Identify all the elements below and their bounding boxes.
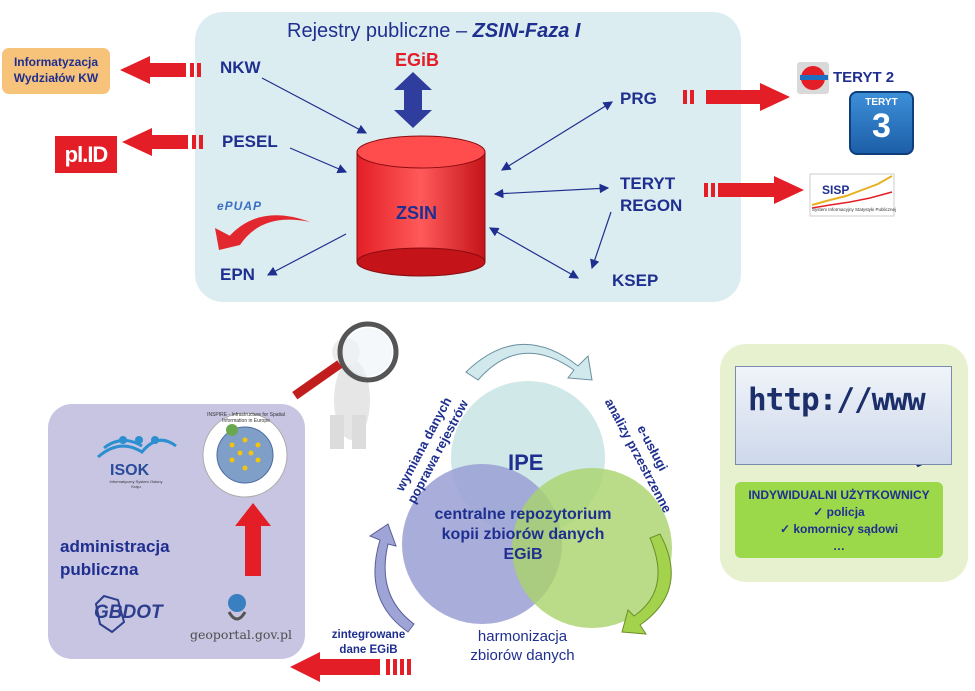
zsin-label: ZSIN <box>396 203 438 223</box>
arrow-integrated-data <box>290 652 380 682</box>
arrow-to-teryt <box>706 83 790 111</box>
integrated-line-2: dane EGiB <box>339 644 398 656</box>
magnifier-figure <box>292 321 399 449</box>
admin-line-1: administracja <box>60 537 170 556</box>
geoportal-logo <box>227 594 247 621</box>
epuap-label: ePUAP <box>217 199 263 213</box>
users-item-more: … <box>833 539 845 553</box>
cycle-arrow-right <box>621 533 672 635</box>
inspire-caption: INSPIRE - Infrastructure for Spatial Inf… <box>207 412 285 424</box>
plid-logo: pl.ID <box>55 136 117 173</box>
ipe-title: IPE <box>508 450 544 475</box>
gbdot-label: GBDOT <box>94 602 163 623</box>
prg-label: PRG <box>620 89 657 108</box>
egib-double-arrow <box>394 72 432 128</box>
connector-prg-zsin <box>500 101 614 171</box>
egib-label: EGiB <box>395 50 440 70</box>
isok-logo <box>97 436 177 459</box>
page-title: Rejestry publiczne – ZSIN-Faza I <box>287 20 581 42</box>
users-item-bailiffs: ✓ komornicy sądowi <box>779 522 899 536</box>
connector-zsin-epn <box>266 233 347 276</box>
arrow-up-inspire <box>235 503 271 576</box>
connector-pesel-zsin <box>289 147 348 174</box>
teryt2-label: TERYT 2 <box>833 69 895 86</box>
arrow-to-sisp <box>718 176 804 204</box>
harmonization-line-2: zbiorów danych <box>470 647 575 664</box>
sisp-subtitle: System Informacyjny Statystyki Publiczne… <box>812 207 897 212</box>
zsin-database-cylinder <box>356 135 486 277</box>
geoportal-label: geoportal.gov.pl <box>190 627 292 642</box>
isok-label: ISOK <box>110 462 150 479</box>
ksep-label: KSEP <box>612 271 659 290</box>
http-banner <box>735 366 952 465</box>
cycle-arrow-top <box>465 344 593 381</box>
individual-users-box: INDYWIDUALNI UŻYTKOWNICY ✓ policja ✓ kom… <box>735 482 943 558</box>
users-item-police: ✓ policja <box>813 505 865 519</box>
connector-nkw-zsin <box>261 77 368 134</box>
arrow-to-plid <box>122 128 188 156</box>
ipe-venn <box>402 379 672 628</box>
sisp-label: SISP <box>822 183 850 197</box>
cycle-arrow-left <box>368 523 415 633</box>
teryt3-top-label: TERYT <box>865 97 898 108</box>
epn-label: EPN <box>220 265 255 284</box>
ipe-center-text: centralne repozytorium kopii zbiorów dan… <box>408 505 638 565</box>
harmonization-line-1: harmonizacja <box>477 628 568 645</box>
pesel-label: PESEL <box>222 132 278 151</box>
ipe-center-line-1: centralne repozytorium <box>434 506 612 523</box>
teryt3-logo: TERYT 3 <box>849 91 914 155</box>
teryt-label: TERYT <box>620 174 676 193</box>
red-arrows <box>120 56 804 682</box>
teryt3-number: 3 <box>872 107 891 145</box>
nkw-label: NKW <box>220 58 261 77</box>
isok-subtitle: Informatyczny System Osłony Kraju <box>109 479 163 489</box>
connector-teryt-zsin <box>493 183 610 199</box>
inspire-logo <box>202 412 288 498</box>
ipe-center-line-2: kopii zbiorów danych <box>441 526 605 543</box>
integrated-data-text: zintegrowane dane EGiB <box>321 628 416 658</box>
ipe-center-line-3: EGiB <box>503 546 543 563</box>
users-title: INDYWIDUALNI UŻYTKOWNICY <box>748 488 930 502</box>
integrated-line-1: zintegrowane <box>331 629 406 641</box>
public-administration-label: administracja publiczna <box>60 535 170 581</box>
arrow-to-kw <box>120 56 186 84</box>
connector-zsin-ksep <box>488 227 580 279</box>
teryt2-logo <box>797 62 829 94</box>
regon-label: REGON <box>620 196 683 215</box>
admin-line-2: publiczna <box>60 560 139 579</box>
epuap-curved-arrow <box>219 215 310 250</box>
harmonization-text: harmonizacja zbiorów danych <box>440 627 605 665</box>
kw-informatization-box: Informatyzacja Wydziałów KW <box>2 48 110 94</box>
http-text: http://www <box>748 382 926 418</box>
sisp-logo <box>809 173 895 217</box>
gbdot-logo <box>94 594 126 634</box>
connector-teryt-ksep <box>590 211 612 270</box>
